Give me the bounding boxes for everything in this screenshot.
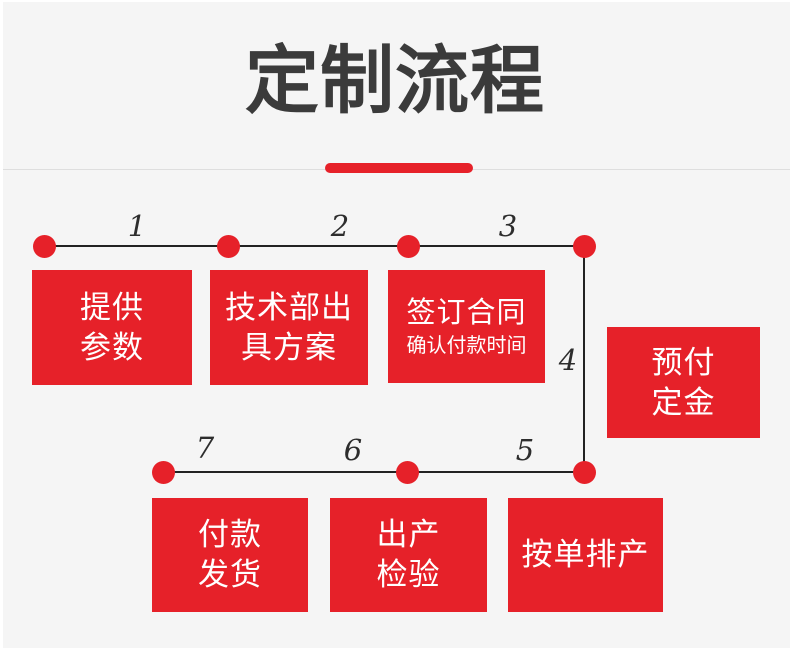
flow-box-label: 参数 xyxy=(80,329,144,365)
flow-box-label: 预付 xyxy=(651,344,716,380)
step-number-2: 2 xyxy=(330,209,350,243)
step-number-4: 4 xyxy=(558,343,578,377)
step-dot-2 xyxy=(216,234,240,258)
step-dot-4 xyxy=(572,234,596,258)
section-divider-accent xyxy=(325,163,473,173)
flow-box-production-inspection: 出产 检验 xyxy=(330,498,487,612)
flow-box-label: 具方案 xyxy=(241,329,337,365)
flow-box-tech-dept-plan: 技术部出 具方案 xyxy=(210,270,368,385)
flow-box-sublabel: 确认付款时间 xyxy=(406,334,527,357)
flow-box-label: 检验 xyxy=(376,557,441,592)
connector-line-vertical xyxy=(582,246,586,472)
step-number-6: 6 xyxy=(343,433,363,467)
flow-box-label: 提供 xyxy=(80,289,144,325)
step-number-3: 3 xyxy=(498,209,518,243)
step-dot-5 xyxy=(572,460,596,484)
flow-box-payment-shipping: 付款 发货 xyxy=(152,498,308,612)
step-number-7: 7 xyxy=(195,431,215,465)
page-edge-top xyxy=(0,0,790,2)
step-dot-3 xyxy=(396,234,420,258)
step-number-5: 5 xyxy=(515,433,535,467)
flow-box-label: 付款 xyxy=(198,517,262,552)
flow-box-label: 按单排产 xyxy=(521,537,650,572)
step-dot-6 xyxy=(395,460,419,484)
flow-box-sign-contract: 签订合同 确认付款时间 xyxy=(388,270,545,383)
flow-box-provide-parameters: 提供 参数 xyxy=(32,270,192,385)
step-dot-1 xyxy=(32,234,56,258)
page-title: 定制流程 xyxy=(245,39,545,122)
flow-box-prepay-deposit: 预付 定金 xyxy=(607,327,760,438)
flow-box-label: 出产 xyxy=(376,517,441,552)
flow-box-label: 签订合同 xyxy=(406,296,527,329)
page-edge-left xyxy=(0,0,3,648)
step-number-1: 1 xyxy=(127,209,147,243)
flow-box-label: 技术部出 xyxy=(225,289,353,325)
flow-box-schedule-production: 按单排产 xyxy=(508,498,663,612)
connector-line-bottom xyxy=(163,470,584,474)
flow-box-label: 发货 xyxy=(198,557,262,592)
step-dot-7 xyxy=(151,460,175,484)
flow-box-label: 定金 xyxy=(651,384,716,420)
connector-line-top xyxy=(44,244,584,248)
